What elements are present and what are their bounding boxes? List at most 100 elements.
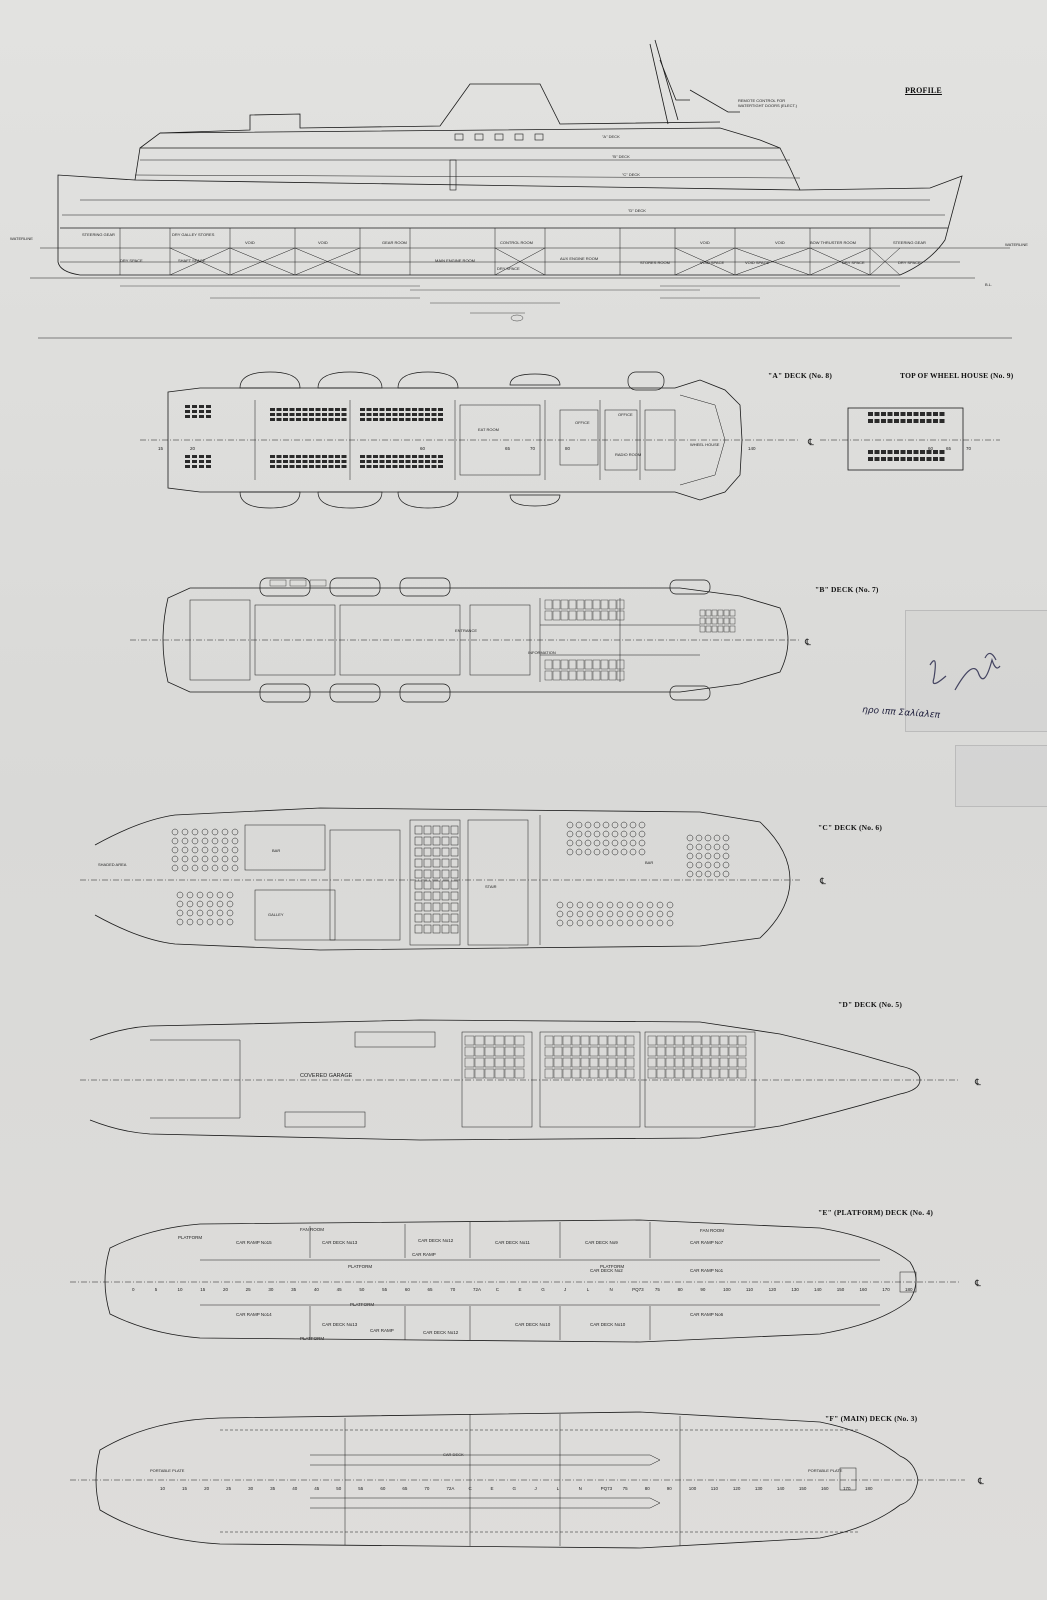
table xyxy=(176,900,184,908)
table xyxy=(713,834,721,842)
cabin xyxy=(616,1068,626,1079)
room-label: CAR DECK No12 xyxy=(423,1330,459,1335)
cabin xyxy=(692,1046,702,1057)
frame-number: L xyxy=(556,1486,560,1491)
table xyxy=(181,855,189,863)
table xyxy=(211,828,219,836)
cabin xyxy=(737,1068,747,1079)
cabin xyxy=(616,1046,626,1057)
cabin xyxy=(580,1057,590,1068)
seat xyxy=(939,412,945,416)
seat xyxy=(425,413,430,416)
cabin xyxy=(589,1068,599,1079)
seat-row xyxy=(414,902,423,912)
seat xyxy=(328,418,334,421)
seat xyxy=(939,419,945,423)
table xyxy=(593,848,601,856)
cabin xyxy=(723,609,730,617)
compartment-label: STEERING GEAR xyxy=(82,232,115,237)
seat xyxy=(431,455,437,458)
seat xyxy=(933,412,938,416)
seat xyxy=(373,465,378,468)
seat xyxy=(315,455,321,458)
seat xyxy=(373,408,378,411)
seat xyxy=(431,418,437,421)
seat xyxy=(939,457,945,461)
seat xyxy=(322,465,327,468)
seat-row xyxy=(423,924,432,934)
table xyxy=(576,919,584,927)
cabin xyxy=(589,1057,599,1068)
seat xyxy=(315,460,321,463)
seat xyxy=(289,408,295,411)
seat xyxy=(328,465,334,468)
covered-garage-label: COVERED GARAGE xyxy=(300,1073,353,1079)
lower-space-label: STORES ROOM xyxy=(640,260,670,265)
table xyxy=(216,909,224,917)
cabin xyxy=(717,625,724,633)
seat xyxy=(366,408,372,411)
table xyxy=(606,919,614,927)
table xyxy=(602,821,610,829)
lower-space-label: DRY SPACE xyxy=(120,258,143,263)
seat xyxy=(185,460,190,463)
cabin xyxy=(504,1035,515,1046)
frame-number: 35 xyxy=(291,1287,297,1292)
cabin xyxy=(717,617,724,625)
room-label: CAR RAMP No14 xyxy=(236,1312,272,1317)
frame-number: 50 xyxy=(336,1486,342,1491)
cabin xyxy=(598,1035,608,1046)
cabin xyxy=(464,1057,475,1068)
cabin xyxy=(484,1046,495,1057)
seat xyxy=(379,455,385,458)
frame-number: 65 xyxy=(946,446,952,451)
cabin xyxy=(608,659,617,670)
seat xyxy=(360,418,365,421)
cabin xyxy=(728,1046,738,1057)
table xyxy=(646,910,654,918)
seat-row xyxy=(432,836,441,846)
compartment-label: DRY GALLEY STORES xyxy=(172,232,215,237)
table xyxy=(695,870,703,878)
cabin xyxy=(692,1068,702,1079)
table xyxy=(231,864,239,872)
table xyxy=(636,919,644,927)
cabin xyxy=(729,625,736,633)
seat xyxy=(341,465,347,468)
seat-row xyxy=(441,858,450,868)
cabin xyxy=(607,1046,617,1057)
seat xyxy=(199,455,204,458)
seat-row xyxy=(423,902,432,912)
table xyxy=(666,919,674,927)
table xyxy=(713,843,721,851)
table xyxy=(695,834,703,842)
seat xyxy=(438,455,443,458)
seat-row xyxy=(414,825,423,835)
seat xyxy=(360,455,365,458)
room-label: PLATFORM xyxy=(348,1264,373,1269)
table xyxy=(586,919,594,927)
seat xyxy=(412,408,417,411)
table xyxy=(575,821,583,829)
table xyxy=(226,909,234,917)
seat xyxy=(399,460,404,463)
cabin xyxy=(464,1035,475,1046)
seat-row xyxy=(450,913,459,923)
room-label: INFORMATION xyxy=(528,650,556,655)
cabin xyxy=(647,1046,657,1057)
frame-number: 0 xyxy=(132,1287,135,1292)
seat xyxy=(328,460,334,463)
cabin xyxy=(562,1068,572,1079)
seat xyxy=(206,410,211,413)
frame-number: 130 xyxy=(791,1287,799,1292)
table xyxy=(201,837,209,845)
table xyxy=(611,839,619,847)
cabin xyxy=(608,670,617,681)
deck-mark-d: "D" DECK xyxy=(628,208,646,213)
cabin xyxy=(568,610,577,621)
cabin xyxy=(504,1057,515,1068)
table xyxy=(216,918,224,926)
table xyxy=(566,848,574,856)
table xyxy=(576,901,584,909)
